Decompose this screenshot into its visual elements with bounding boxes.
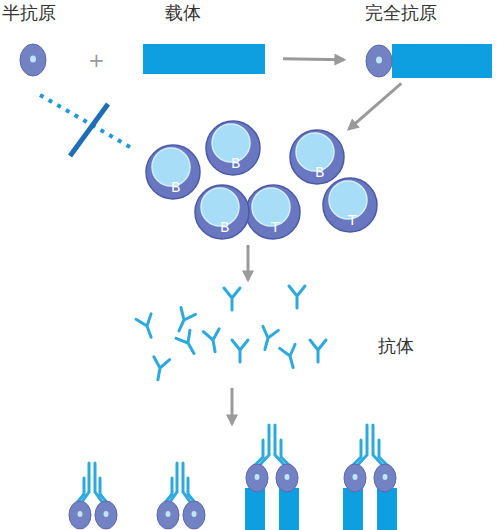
carrier-shape	[143, 0, 265, 76]
flow-arrow	[231, 388, 234, 424]
antibody-hapten	[76, 463, 196, 506]
node-title: 完全抗原	[365, 2, 437, 24]
carrier-bar	[279, 488, 299, 530]
node-title: 半抗原	[2, 2, 56, 24]
dotted-line	[40, 95, 135, 150]
antibody-antigen	[253, 425, 389, 468]
immune-cell: T	[245, 184, 301, 240]
carrier-bar	[343, 488, 363, 530]
immune-cell: B	[289, 129, 345, 185]
immune-cell: B	[194, 184, 250, 240]
antibody-label: 抗体	[378, 334, 414, 358]
node-title: 载体	[165, 2, 201, 24]
cell-type-letter: B	[171, 179, 181, 195]
flow-arrow	[349, 83, 402, 129]
immune-cell: T	[322, 177, 378, 233]
carrier-bar	[245, 488, 265, 530]
carrier-bar	[377, 488, 397, 530]
cell-type-letter: B	[315, 164, 325, 180]
block-bar	[70, 104, 108, 156]
cell-type-letter: B	[231, 155, 241, 171]
immune-cell: B	[145, 144, 201, 200]
cell-type-letter: B	[220, 219, 230, 235]
plus-sign: +	[88, 48, 105, 72]
hapten-node: 半抗原	[2, 0, 64, 78]
carrier-node: 载体	[143, 0, 265, 76]
complete-node: 完全抗原	[362, 0, 492, 80]
flow-arrow	[283, 57, 344, 61]
antibody-cluster	[136, 286, 326, 381]
flow-arrow	[247, 245, 250, 280]
cell-type-letter: T	[348, 212, 357, 228]
immune-cell: B	[205, 120, 261, 176]
cell-type-letter: T	[271, 219, 280, 235]
